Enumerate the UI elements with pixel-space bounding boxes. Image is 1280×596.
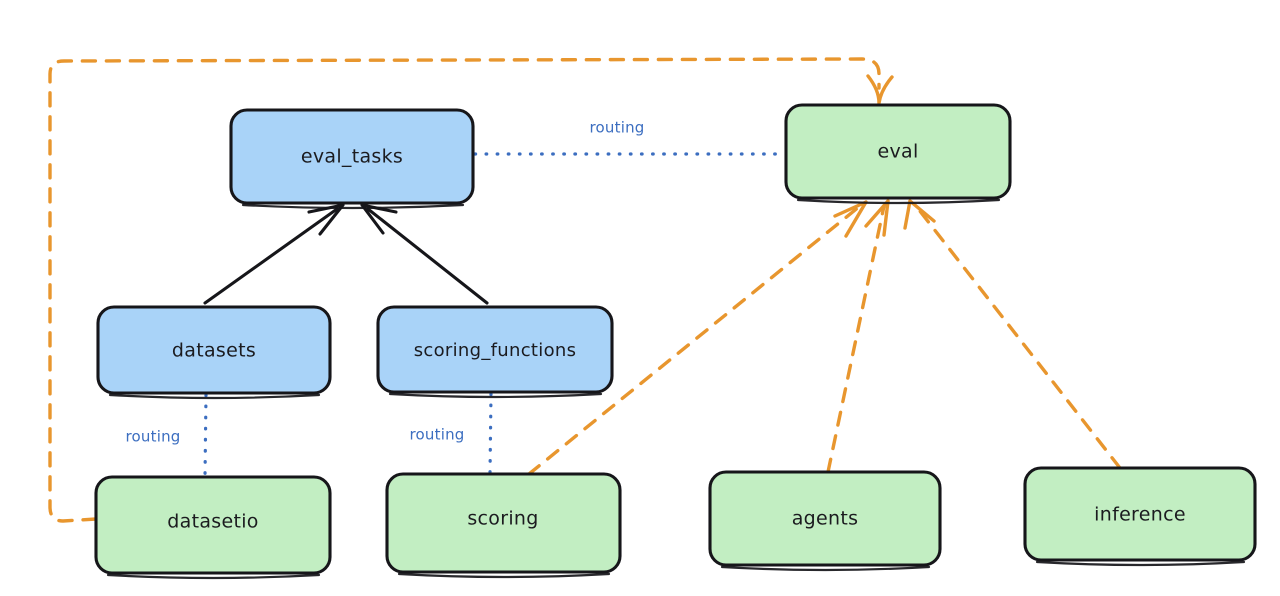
edge-label-routing-scoring_functions-scoring: routing	[410, 426, 465, 444]
node-eval[interactable]: eval	[784, 103, 1012, 205]
node-agents-shadow	[720, 565, 931, 572]
node-datasetio-label: datasetio	[167, 511, 258, 533]
arrowhead-inference-to-eval	[903, 199, 936, 230]
edge-path-datasetio-to-eval	[48, 57, 881, 523]
node-scoring-label: scoring	[467, 508, 538, 530]
edge-scoring_functions-to-eval_tasks	[360, 203, 489, 305]
arrowhead-datasets-to-eval_tasks	[307, 203, 345, 236]
edge-scoring_functions-to-scoring	[488, 392, 493, 475]
edge-path-datasets-to-eval_tasks	[203, 207, 339, 305]
node-eval_tasks-label: eval_tasks	[301, 146, 403, 168]
node-agents-label: agents	[792, 508, 859, 530]
edge-datasets-to-datasetio	[203, 393, 208, 478]
arrowhead-scoring-to-eval	[833, 200, 868, 238]
node-eval-box	[784, 103, 1012, 200]
edge-scoring-to-eval	[527, 200, 868, 476]
node-scoring[interactable]: scoring	[385, 472, 622, 579]
node-eval-shadow	[796, 198, 1001, 205]
node-scoring-box	[385, 472, 622, 574]
node-datasetio[interactable]: datasetio	[94, 475, 332, 580]
edge-datasetio-to-eval	[48, 57, 894, 523]
edge-inference-to-eval	[903, 199, 1122, 470]
edge-label-layer: routing routing routing	[126, 119, 645, 446]
node-agents[interactable]: agents	[708, 470, 942, 572]
edge-path-scoring_functions-to-eval_tasks	[366, 207, 489, 305]
edge-label-routing-datasets-datasetio: routing	[126, 428, 181, 446]
edge-path-inference-to-eval	[914, 204, 1122, 470]
node-scoring_functions-box	[376, 305, 614, 394]
node-eval_tasks-box	[229, 108, 475, 205]
node-agents-box	[708, 470, 942, 567]
node-datasetio-box	[94, 475, 332, 575]
node-inference-label: inference	[1094, 504, 1186, 526]
edge-path-scoring-to-eval	[527, 204, 862, 476]
edge-path-agents-to-eval	[826, 204, 886, 474]
edge-agents-to-eval	[826, 199, 890, 474]
node-datasetio-shadow	[106, 573, 321, 580]
arrowhead-datasetio-to-eval	[866, 74, 894, 105]
node-datasets-shadow	[108, 393, 321, 400]
node-inference-shadow	[1035, 560, 1246, 567]
node-inference[interactable]: inference	[1023, 466, 1257, 567]
node-eval-label: eval	[877, 141, 918, 163]
node-scoring-shadow	[397, 572, 611, 579]
node-scoring_functions-shadow	[388, 392, 603, 399]
node-datasets-box	[96, 305, 332, 395]
node-scoring_functions-label: scoring_functions	[414, 340, 577, 361]
node-eval_tasks[interactable]: eval_tasks	[229, 108, 475, 210]
edge-label-routing-eval_tasks-eval: routing	[590, 119, 645, 137]
node-scoring_functions[interactable]: scoring_functions	[376, 305, 614, 399]
node-datasets-label: datasets	[172, 340, 256, 362]
arrowhead-agents-to-eval	[864, 199, 890, 237]
edge-datasets-to-eval_tasks	[203, 203, 345, 305]
node-inference-box	[1023, 466, 1257, 562]
node-datasets[interactable]: datasets	[96, 305, 332, 400]
node-eval_tasks-shadow	[241, 203, 465, 210]
